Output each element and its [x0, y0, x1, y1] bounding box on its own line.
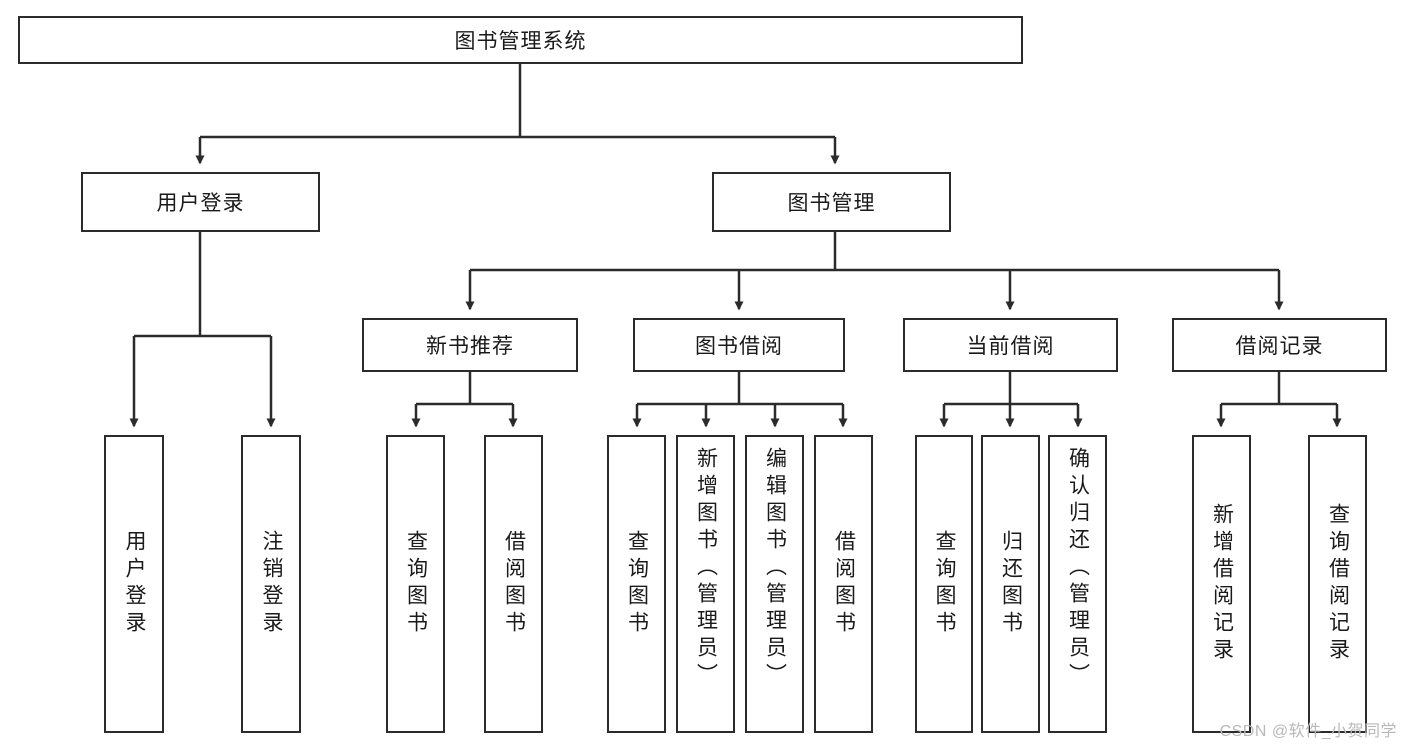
- node-leaf-return-book[interactable]: 归还图书: [981, 435, 1040, 733]
- node-root-label: 图书管理系统: [454, 30, 587, 53]
- node-leaf-query-book-2-label: 查询图书: [625, 530, 649, 638]
- node-leaf-edit-book[interactable]: 编辑图书（管理员）: [745, 435, 804, 733]
- node-leaf-query-record[interactable]: 查询借阅记录: [1308, 435, 1367, 733]
- node-leaf-user-login-label: 用户登录: [123, 530, 147, 638]
- node-leaf-query-record-label: 查询借阅记录: [1326, 503, 1350, 665]
- node-current-borrow-label: 当前借阅: [966, 335, 1055, 358]
- node-book-borrow-label: 图书借阅: [695, 335, 783, 358]
- node-current-borrow[interactable]: 当前借阅: [903, 318, 1118, 372]
- node-user-login[interactable]: 用户登录: [81, 172, 320, 232]
- node-leaf-borrow-book-1[interactable]: 借阅图书: [484, 435, 543, 733]
- node-leaf-confirm-return-label: 确认归还（管理员）: [1066, 447, 1090, 690]
- node-leaf-edit-book-label: 编辑图书（管理员）: [763, 447, 787, 690]
- node-new-book-rec[interactable]: 新书推荐: [362, 318, 578, 372]
- node-leaf-add-record[interactable]: 新增借阅记录: [1192, 435, 1251, 733]
- node-leaf-query-book-1-label: 查询图书: [404, 530, 428, 638]
- node-leaf-logout-label: 注销登录: [260, 530, 284, 638]
- node-book-borrow[interactable]: 图书借阅: [633, 318, 845, 372]
- node-book-manage[interactable]: 图书管理: [712, 172, 951, 232]
- node-leaf-add-book-label: 新增图书（管理员）: [694, 447, 718, 690]
- node-leaf-add-record-label: 新增借阅记录: [1210, 503, 1234, 665]
- node-leaf-borrow-book-2-label: 借阅图书: [832, 530, 856, 638]
- node-leaf-logout[interactable]: 注销登录: [241, 435, 301, 733]
- node-leaf-user-login[interactable]: 用户登录: [104, 435, 164, 733]
- node-root[interactable]: 图书管理系统: [18, 16, 1023, 64]
- node-borrow-record-label: 借阅记录: [1235, 335, 1324, 358]
- node-leaf-return-book-label: 归还图书: [999, 530, 1023, 638]
- node-book-manage-label: 图书管理: [787, 192, 876, 215]
- node-leaf-borrow-book-1-label: 借阅图书: [502, 530, 526, 638]
- node-leaf-add-book[interactable]: 新增图书（管理员）: [676, 435, 735, 733]
- node-new-book-rec-label: 新书推荐: [426, 335, 514, 358]
- node-leaf-query-book-3-label: 查询图书: [933, 530, 957, 638]
- node-leaf-confirm-return[interactable]: 确认归还（管理员）: [1048, 435, 1107, 733]
- node-leaf-query-book-2[interactable]: 查询图书: [607, 435, 666, 733]
- node-leaf-query-book-3[interactable]: 查询图书: [915, 435, 973, 733]
- node-leaf-query-book-1[interactable]: 查询图书: [386, 435, 445, 733]
- node-borrow-record[interactable]: 借阅记录: [1172, 318, 1387, 372]
- csdn-watermark: CSDN @软件_小贺同学: [1219, 723, 1397, 740]
- node-user-login-label: 用户登录: [156, 192, 245, 215]
- node-leaf-borrow-book-2[interactable]: 借阅图书: [814, 435, 873, 733]
